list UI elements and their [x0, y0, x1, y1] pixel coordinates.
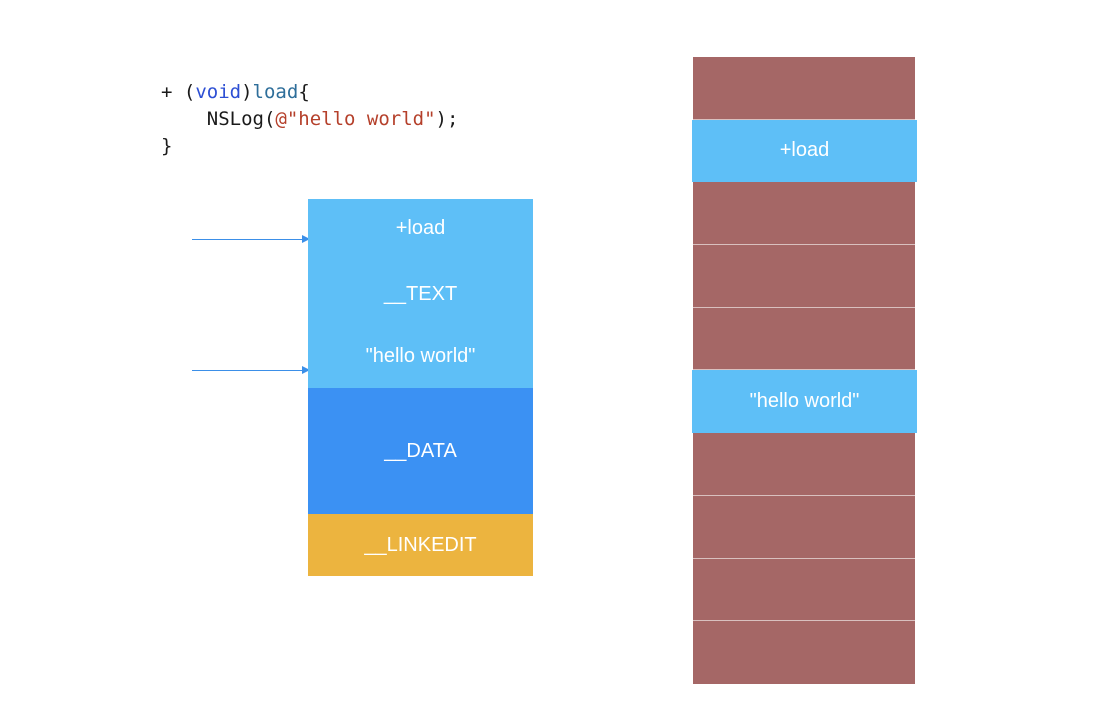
- code-line-3: }: [161, 135, 173, 157]
- text-segment-load-label: +load: [395, 217, 446, 239]
- arrow-head-icon: [302, 365, 310, 374]
- memory-page: [693, 495, 915, 559]
- data-segment: __DATA: [308, 388, 533, 514]
- mach-o-binary: +load __TEXT "hello world" __DATA __LINK…: [308, 199, 533, 576]
- code-string-literal: @"hello world": [275, 108, 436, 130]
- memory-page: [693, 245, 915, 308]
- memory-page: [693, 558, 915, 622]
- memory-page-label: "hello world": [749, 389, 860, 412]
- memory-page: [693, 433, 915, 496]
- memory-page: [693, 307, 915, 371]
- code-line-1: + (void)load{: [161, 81, 310, 103]
- memory-page: [693, 57, 915, 120]
- memory-page-loaded-load: +load: [692, 119, 917, 183]
- memory-page-label: +load: [779, 139, 830, 162]
- memory-page: [693, 621, 915, 684]
- virtual-memory-pages: +load "hello world": [692, 57, 917, 684]
- code-method-load: load: [252, 81, 299, 103]
- arrow-to-hello-world: [192, 365, 310, 374]
- memory-page: [693, 182, 915, 246]
- data-segment-name: __DATA: [384, 439, 457, 462]
- code-snippet: + (void)load{ NSLog(@"hello world"); }: [161, 79, 458, 160]
- text-segment-string-label: "hello world": [365, 345, 476, 367]
- memory-page-loaded-hello-world: "hello world": [692, 370, 917, 434]
- text-segment: +load __TEXT "hello world": [308, 199, 533, 388]
- code-keyword-void: void: [195, 81, 242, 103]
- arrow-head-icon: [302, 234, 310, 243]
- code-line-2: NSLog(@"hello world");: [161, 108, 459, 130]
- linkedit-segment-name: __LINKEDIT: [364, 533, 477, 556]
- linkedit-segment: __LINKEDIT: [308, 514, 533, 576]
- arrow-to-load: [192, 234, 310, 243]
- text-segment-name: __TEXT: [383, 283, 458, 305]
